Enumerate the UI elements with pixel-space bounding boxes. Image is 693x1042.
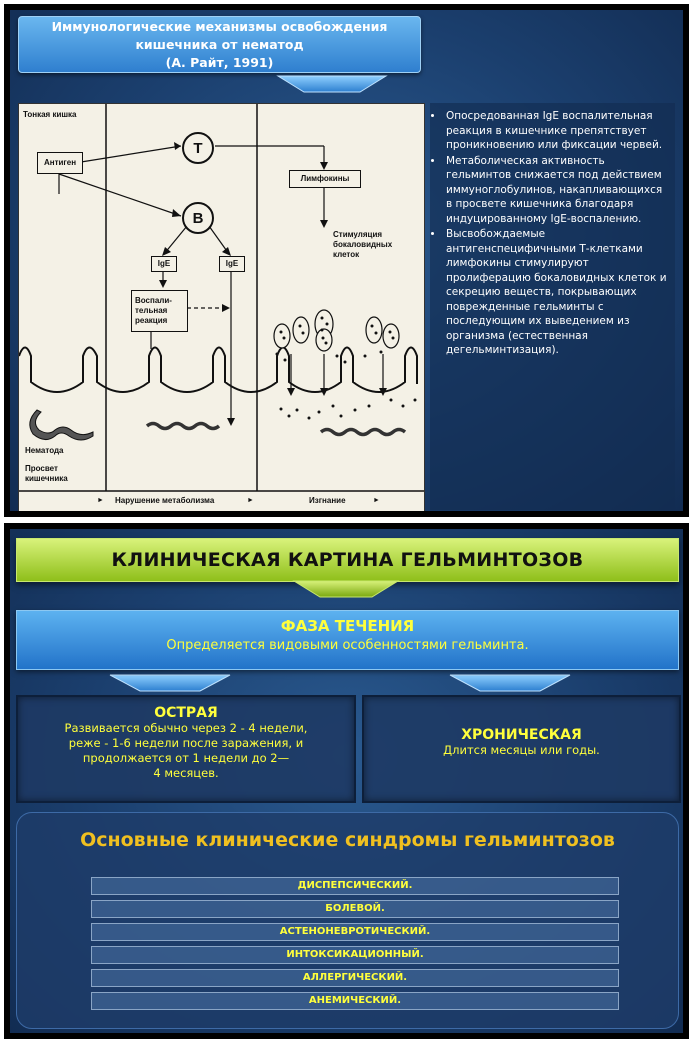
syndrome-item: ИНТОКСИКАЦИОННЫЙ. [91, 946, 619, 964]
right-arrow-icon [450, 675, 570, 691]
lymphokines-box: Лимфокины [289, 170, 361, 188]
inflammation-line-1: Воспали- [135, 296, 172, 306]
green-arrow-icon [294, 581, 398, 597]
chronic-panel: ХРОНИЧЕСКАЯ Длится месяцы или годы. [362, 695, 681, 803]
expulsion-label: Изгнание [309, 496, 346, 506]
phase-title: ФАЗА ТЕЧЕНИЯ [17, 617, 678, 635]
metabolism-label: Нарушение метаболизма [115, 496, 214, 506]
syndromes-panel: Основные клинические синдромы гельминтоз… [16, 812, 679, 1029]
bullet-item: Метаболическая активность гельминтов сни… [444, 154, 671, 227]
inflammation-box: Воспали- тельная реакция [131, 290, 188, 332]
bullet-item: Высвобождаемые антигенспецифичными Т-кле… [444, 227, 671, 358]
acute-line: реже - 1-6 недели после заражения, и [18, 736, 354, 751]
chronic-text: Длится месяцы или годы. [364, 743, 679, 758]
stimulation-line-3: клеток [333, 250, 392, 260]
syndrome-item: БОЛЕВОЙ. [91, 900, 619, 918]
syndrome-item: ДИСПЕПСИЧЕСКИЙ. [91, 877, 619, 895]
stimulation-label: Стимуляция бокаловидных клеток [333, 230, 392, 260]
small-intestine-label: Тонкая кишка [23, 110, 77, 120]
acute-title: ОСТРАЯ [18, 705, 354, 721]
stimulation-line-2: бокаловидных [333, 240, 392, 250]
bullet-item: Опосредованная IgE воспалительная реакци… [444, 109, 671, 153]
lumen-line-1: Просвет [25, 464, 68, 474]
phase-subtitle: Определяется видовыми особенностями гель… [17, 638, 678, 653]
t-cell-circle: T [182, 132, 214, 164]
title-arrow-icon [10, 10, 683, 110]
acute-line: 4 месяцев. [18, 766, 354, 781]
lumen-label: Просвет кишечника [25, 464, 68, 484]
syndrome-item: АЛЛЕРГИЧЕСКИЙ. [91, 969, 619, 987]
syndrome-item: АСТЕНОНЕВРОТИЧЕСКИЙ. [91, 923, 619, 941]
inflammation-line-3: реакция [135, 316, 167, 326]
stimulation-line-1: Стимуляция [333, 230, 392, 240]
acute-panel: ОСТРАЯ Развивается обычно через 2 - 4 не… [16, 695, 356, 803]
lumen-line-2: кишечника [25, 474, 68, 484]
slide-immunology: Иммунологические механизмы освобождения … [4, 4, 689, 517]
ige-right-box: IgE [219, 256, 245, 272]
chronic-title: ХРОНИЧЕСКАЯ [364, 727, 679, 743]
antigen-box: Антиген [37, 152, 83, 174]
slide-clinical-picture: КЛИНИЧЕСКАЯ КАРТИНА ГЕЛЬМИНТОЗОВ ФАЗА ТЕ… [4, 523, 689, 1039]
left-arrow-icon [110, 675, 230, 691]
course-phase-box: ФАЗА ТЕЧЕНИЯ Определяется видовыми особе… [16, 610, 679, 670]
immune-mechanism-diagram: Тонкая кишка Антиген T B Лимфокины IgE I… [18, 103, 425, 511]
syndromes-title: Основные клинические синдромы гельминтоз… [17, 829, 678, 851]
arrow-marker-1: ► [97, 496, 104, 506]
mechanism-bullets: Опосредованная IgE воспалительная реакци… [430, 103, 675, 510]
acute-line: продолжается от 1 недели до 2— [18, 751, 354, 766]
ige-left-box: IgE [151, 256, 177, 272]
slide-background: КЛИНИЧЕСКАЯ КАРТИНА ГЕЛЬМИНТОЗОВ ФАЗА ТЕ… [10, 529, 683, 1033]
inflammation-line-2: тельная [135, 306, 167, 316]
slide-background: Иммунологические механизмы освобождения … [10, 10, 683, 511]
arrow-marker-3: ► [373, 496, 380, 506]
b-cell-circle: B [182, 202, 214, 234]
syndrome-item: АНЕМИЧЕСКИЙ. [91, 992, 619, 1010]
nematode-label: Нематода [25, 446, 64, 456]
arrow-marker-2: ► [247, 496, 254, 506]
acute-line: Развивается обычно через 2 - 4 недели, [18, 721, 354, 736]
